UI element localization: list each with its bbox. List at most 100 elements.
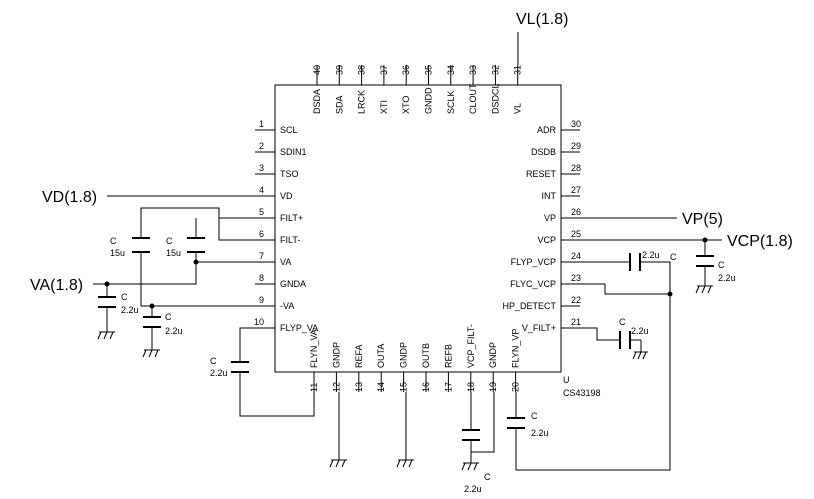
pin-name: DSDB bbox=[531, 147, 556, 157]
pin-name: OUTB bbox=[421, 343, 431, 368]
pin-number: 40 bbox=[312, 65, 322, 75]
pin-name: DSDA bbox=[312, 89, 322, 114]
pin-number: 38 bbox=[357, 65, 367, 75]
pin-number: 4 bbox=[259, 185, 264, 195]
chip-pin: 13 REFA bbox=[354, 344, 364, 392]
pin-number: 9 bbox=[259, 295, 264, 305]
pin-number: 6 bbox=[259, 229, 264, 239]
pin-name: GNDD bbox=[424, 87, 434, 114]
pin-name: FLYN_VA bbox=[309, 329, 319, 368]
pin-number: 15 bbox=[399, 382, 409, 392]
pin-name: VA bbox=[280, 257, 291, 267]
pin-name: VCP_FILT- bbox=[466, 324, 476, 368]
pin-number: 5 bbox=[259, 207, 264, 217]
pin-number: 29 bbox=[571, 141, 581, 151]
pin-number: 30 bbox=[571, 119, 581, 129]
cap-neg-va-value: 2.2u bbox=[165, 326, 183, 336]
cap-filt-value: 15u bbox=[110, 248, 125, 258]
pin-number: 27 bbox=[571, 185, 581, 195]
pin-name: ADR bbox=[537, 125, 557, 135]
chip-pin: 11 FLYN_VA bbox=[309, 329, 319, 392]
pin-name: XTI bbox=[379, 100, 389, 114]
pin-number: 7 bbox=[259, 251, 264, 261]
pin-number: 36 bbox=[401, 65, 411, 75]
net-label-va: VA(1.8) bbox=[30, 277, 83, 294]
pin-number: 31 bbox=[513, 65, 523, 75]
capacitor-icon bbox=[98, 237, 714, 441]
cap-v-filt-ref: C bbox=[619, 317, 626, 327]
pin-number: 37 bbox=[379, 65, 389, 75]
pin-name: V_FILT+ bbox=[522, 323, 556, 333]
cap-va-in-value: 2.2u bbox=[121, 305, 139, 315]
pin-number: 39 bbox=[334, 65, 344, 75]
pin-name: TSO bbox=[280, 169, 299, 179]
pin-name: VCP bbox=[537, 235, 556, 245]
pin-name: FLYC_VCP bbox=[510, 279, 556, 289]
pin-number: 13 bbox=[354, 382, 364, 392]
net-label-vl: VL(1.8) bbox=[516, 11, 568, 28]
pin-number: 3 bbox=[259, 163, 264, 173]
chip-pin: 16 OUTB bbox=[421, 343, 431, 392]
cap-vcp-filt-value: 2.2u bbox=[464, 484, 482, 494]
pin-name: GNDA bbox=[280, 279, 306, 289]
ground-icon bbox=[97, 285, 713, 471]
pin-name: CLOUT bbox=[468, 83, 478, 114]
pin-number: 1 bbox=[259, 119, 264, 129]
pin-name: REFA bbox=[354, 344, 364, 368]
pin-name: SDIN1 bbox=[280, 147, 307, 157]
pin-number: 28 bbox=[571, 163, 581, 173]
pin-name: REFB bbox=[443, 344, 453, 368]
pin-number: 22 bbox=[571, 295, 581, 305]
pin-name: HP_DETECT bbox=[502, 301, 556, 311]
pin-name: GNDP bbox=[399, 342, 409, 368]
pins-right: 30ADR29DSDB28RESET27INT26VP25VCP24FLYP_V… bbox=[502, 119, 581, 333]
pin-number: 24 bbox=[571, 251, 581, 261]
pin-name: GNDP bbox=[488, 342, 498, 368]
pin-name: XTO bbox=[401, 96, 411, 114]
pin-name: LRCK bbox=[357, 90, 367, 114]
chip-pin: 4VD bbox=[255, 185, 293, 201]
pin-name: SDA bbox=[334, 95, 344, 114]
pin-number: 19 bbox=[488, 382, 498, 392]
pin-number: 33 bbox=[468, 65, 478, 75]
cap-vcp-value: 2.2u bbox=[718, 273, 736, 283]
pin-name: OUTA bbox=[376, 344, 386, 368]
pins-left: 1SCL2SDIN13TSO4VD5FILT+6FILT-7VA8GNDA9-V… bbox=[254, 119, 318, 333]
pin-name: VP bbox=[544, 213, 556, 223]
pin-number: 26 bbox=[571, 207, 581, 217]
cap-neg-va-ref: C bbox=[165, 312, 172, 322]
cap-fly-va-value: 2.2u bbox=[210, 368, 228, 378]
pin-number: 21 bbox=[571, 317, 581, 327]
pin-name: VD bbox=[280, 191, 293, 201]
chip-pin: 19 GNDP bbox=[488, 342, 498, 392]
pin-number: 16 bbox=[421, 382, 431, 392]
pin-number: 11 bbox=[309, 383, 319, 392]
pin-number: 35 bbox=[424, 65, 434, 75]
pins-bottom: 11FLYN_VA12GNDP13REFA14OUTA15GNDP16OUTB1… bbox=[309, 324, 521, 392]
pin-number: 14 bbox=[376, 382, 386, 392]
pin-name: FILT- bbox=[280, 235, 300, 245]
junction-dot-icon bbox=[104, 237, 708, 309]
